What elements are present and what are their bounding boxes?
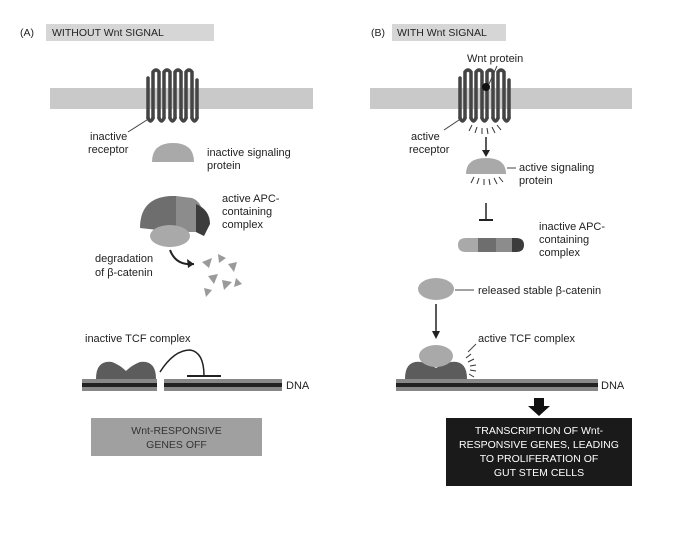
panel-a-degradation-arrowhead (187, 259, 194, 268)
panel-b-dna (396, 379, 598, 391)
panel-b-arrow-1-head (482, 150, 490, 157)
panel-b-letter: (B) (371, 27, 385, 39)
panel-b-beta-catenin (418, 278, 454, 300)
panel-b-tcf-activation-marks (465, 353, 477, 378)
panel-a-catenin-fragments (202, 254, 242, 297)
panel-a-letter: (A) (20, 27, 34, 39)
panel-a-receptor-label-1: inactive (90, 131, 127, 143)
panel-b-arrow-2-head (432, 331, 440, 339)
panel-a-signaling-label-2: protein (207, 160, 241, 172)
panel-b-result-line-1: TRANSCRIPTION OF Wnt- (475, 425, 604, 437)
panel-b-receptor-activation-marks (468, 124, 502, 135)
panel-b-catenin-label: released stable β-catenin (478, 285, 601, 297)
panel-a-tcf-inhibit-line (159, 349, 205, 377)
panel-a-degradation-label-1: degradation (95, 253, 153, 265)
panel-a-dna (82, 376, 282, 394)
panel-b-wnt-label: Wnt protein (467, 53, 523, 65)
panel-a-result-line-1: Wnt-RESPONSIVE (131, 425, 221, 437)
panel-b-tcf-complex (405, 361, 467, 379)
panel-b-result-arrow (528, 398, 550, 416)
panel-b-receptor-pointer (443, 117, 463, 131)
panel-a-apc-label-1: active APC- (222, 193, 280, 205)
panel-b-title-box (392, 24, 506, 41)
panel-a-apc-label-3: complex (222, 219, 263, 231)
panel-a-apc-complex (140, 196, 210, 247)
panel-a-signaling-label-1: inactive signaling (207, 147, 291, 159)
panel-a-receptor-icon (146, 68, 199, 123)
panel-a-title: WITHOUT Wnt SIGNAL (52, 27, 164, 39)
panel-a: (A) WITHOUT Wnt SIGNAL inactive receptor… (20, 24, 313, 456)
panel-b-title: WITH Wnt SIGNAL (397, 27, 487, 39)
panel-b-apc-complex (458, 238, 524, 252)
panel-b-signaling-label-2: protein (519, 175, 553, 187)
panel-a-receptor-pointer (127, 117, 151, 133)
panel-b-result-box (446, 418, 632, 486)
panel-b-apc-label-1: inactive APC- (539, 221, 605, 233)
panel-b-signaling-protein (466, 158, 506, 174)
panel-b-receptor-label-1: active (411, 131, 440, 143)
panel-b-wnt-protein (482, 83, 490, 91)
panel-a-title-box (46, 24, 214, 41)
panel-a-tcf-complex (96, 361, 156, 379)
panel-b-apc-label-2: containing (539, 234, 589, 246)
panel-b-apc-label-3: complex (539, 247, 580, 259)
panel-b-receptor-icon (458, 68, 511, 123)
panel-b: (B) WITH Wnt SIGNAL Wnt protein active r… (370, 24, 632, 486)
panel-b-signaling-activation-marks (470, 176, 504, 186)
panel-b-result-line-3: TO PROLIFERATION OF (480, 453, 599, 465)
panel-a-degradation-label-2: of β-catenin (95, 267, 153, 279)
panel-b-signaling-label-1: active signaling (519, 162, 594, 174)
panel-b-tcf-bound-catenin (419, 345, 453, 367)
panel-b-result-line-4: GUT STEM CELLS (494, 467, 584, 479)
panel-a-tcf-label: inactive TCF complex (85, 333, 191, 345)
panel-b-result-line-2: RESPONSIVE GENES, LEADING (459, 439, 619, 451)
panel-b-dna-label: DNA (601, 380, 625, 392)
panel-a-result-box (91, 418, 262, 456)
panel-a-result-line-2: GENES OFF (146, 439, 207, 451)
panel-b-receptor-label-2: receptor (409, 144, 450, 156)
panel-a-signaling-protein (152, 143, 194, 162)
panel-a-dna-label: DNA (286, 380, 310, 392)
panel-a-apc-label-2: containing (222, 206, 272, 218)
panel-b-tcf-label: active TCF complex (478, 333, 575, 345)
panel-b-tcf-pointer (467, 343, 477, 353)
panel-a-receptor-label-2: receptor (88, 144, 129, 156)
panel-b-membrane (370, 88, 632, 109)
